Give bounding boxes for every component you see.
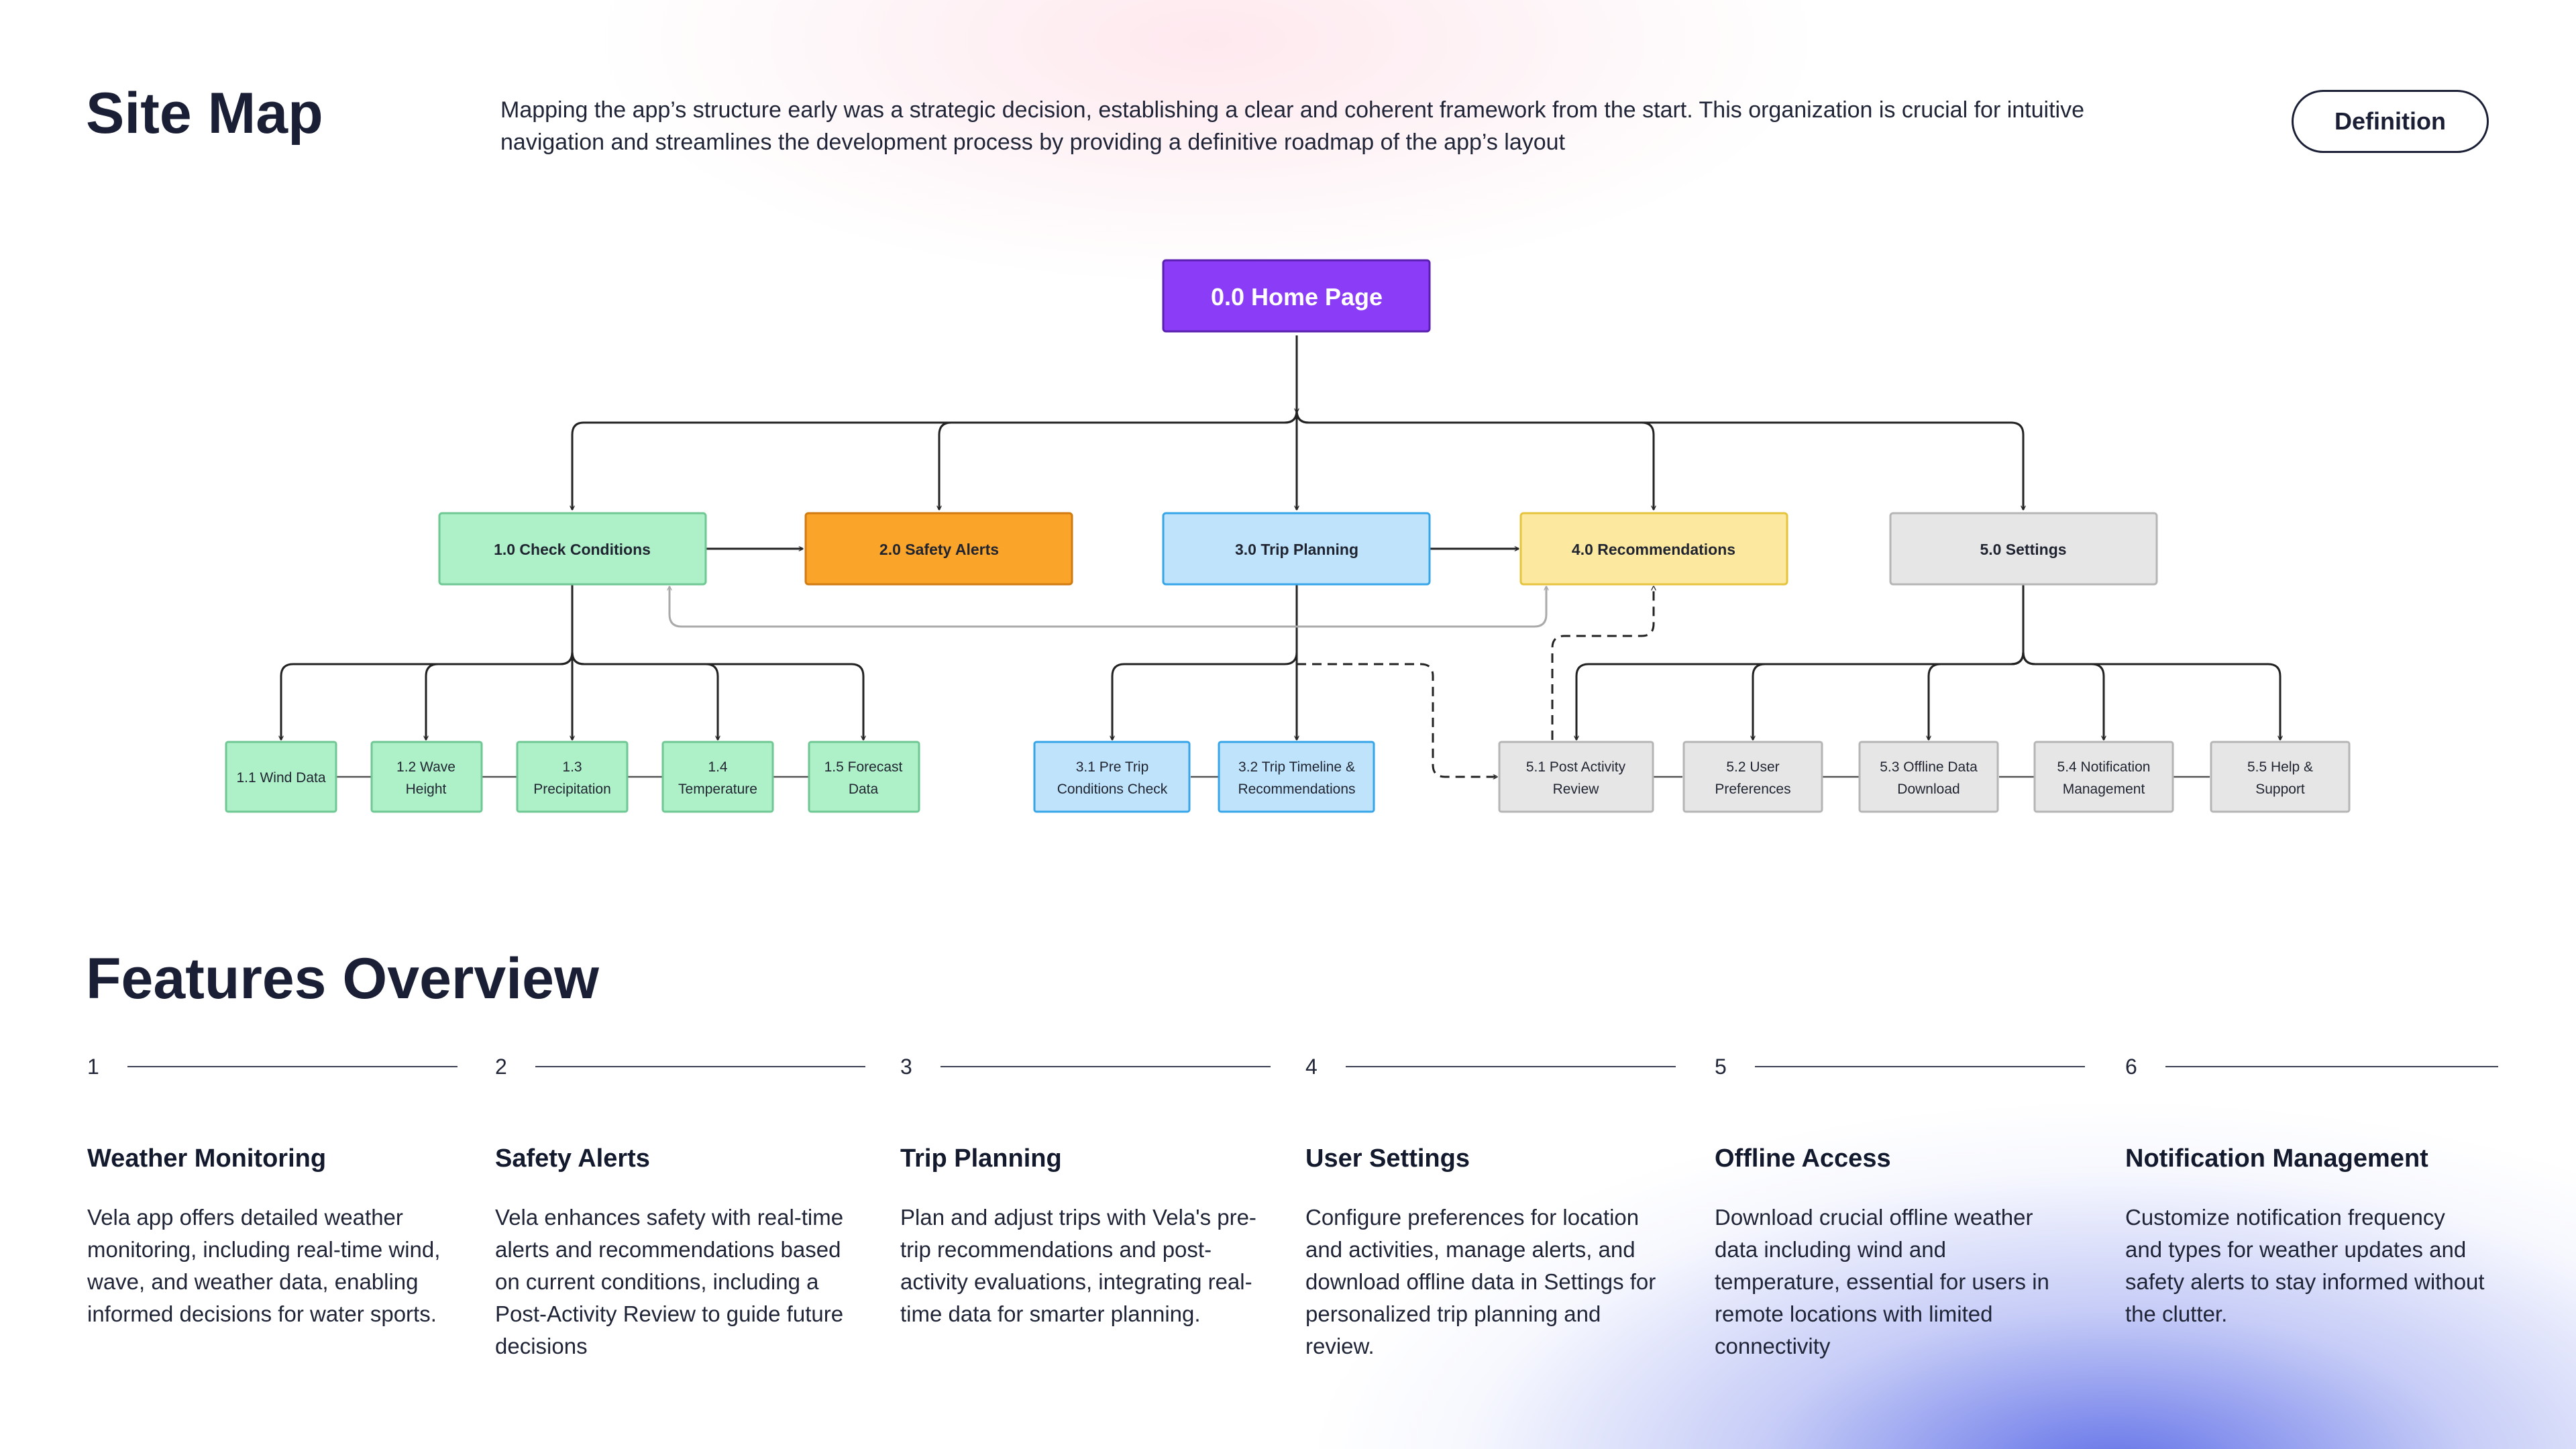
site-map-diagram: 0.0 Home Page 1.0 Check Conditions 2.0 S…: [225, 259, 2351, 813]
node-wind-data[interactable]: 1.1 Wind Data: [225, 741, 337, 813]
connector-root-bus: [572, 376, 1298, 510]
node-check-conditions[interactable]: 1.0 Check Conditions: [438, 512, 707, 586]
node-home-page-label: 0.0 Home Page: [1211, 283, 1383, 311]
node-recommendations-label: 4.0 Recommendations: [1572, 541, 1735, 558]
feature-number: 2: [495, 1054, 507, 1079]
feature-offline-access: 5 Offline Access Download crucial offlin…: [1715, 1046, 2085, 1362]
feature-title: Trip Planning: [900, 1144, 1062, 1173]
node-offline-data-download-label-2: Download: [1897, 782, 1960, 797]
feature-user-settings: 4 User Settings Configure preferences fo…: [1305, 1046, 1676, 1362]
feature-description: Vela enhances safety with real-time aler…: [495, 1205, 844, 1358]
node-recommendations[interactable]: 4.0 Recommendations: [1519, 512, 1788, 586]
node-help-support-label-1: 5.5 Help &: [2247, 759, 2313, 775]
feature-number: 5: [1715, 1054, 1727, 1079]
node-trip-planning-label: 3.0 Trip Planning: [1235, 541, 1358, 558]
feature-description: Customize notification frequency and typ…: [2125, 1205, 2485, 1326]
page-title: Site Map: [86, 81, 323, 146]
node-settings[interactable]: 5.0 Settings: [1889, 512, 2158, 586]
intro-description: Mapping the app’s structure early was a …: [500, 97, 2084, 155]
node-post-activity-review[interactable]: 5.1 Post Activity Review: [1498, 741, 1654, 813]
connector-root-2: [939, 410, 1298, 510]
node-precipitation-label-2: Precipitation: [533, 782, 611, 797]
node-offline-data-download[interactable]: 5.3 Offline Data Download: [1858, 741, 1999, 813]
feature-description: Vela app offers detailed weather monitor…: [87, 1205, 441, 1326]
node-trip-timeline-label-1: 3.2 Trip Timeline &: [1238, 759, 1355, 775]
feature-trip-planning: 3 Trip Planning Plan and adjust trips wi…: [900, 1046, 1271, 1330]
node-precipitation-label-1: 1.3: [562, 759, 582, 775]
dashed-trip-to-review: [1297, 663, 1497, 777]
node-user-preferences-label-2: Preferences: [1715, 782, 1790, 797]
feature-title: Notification Management: [2125, 1144, 2428, 1173]
feature-divider: [1755, 1066, 2085, 1067]
node-wave-height-label-2: Height: [406, 782, 447, 797]
node-precipitation[interactable]: 1.3 Precipitation: [516, 741, 629, 813]
connector-root-4: [1295, 410, 1654, 510]
connector-root-5: [1295, 410, 2023, 510]
feature-divider: [535, 1066, 865, 1067]
feature-description: Configure preferences for location and a…: [1305, 1205, 1656, 1358]
node-notification-management[interactable]: 5.4 Notification Management: [2033, 741, 2174, 813]
node-safety-alerts-label: 2.0 Safety Alerts: [879, 541, 999, 558]
node-temperature-label-1: 1.4: [708, 759, 728, 775]
node-settings-label: 5.0 Settings: [1980, 541, 2066, 558]
node-forecast-data-label-2: Data: [849, 782, 879, 797]
node-check-conditions-label: 1.0 Check Conditions: [494, 541, 651, 558]
definition-button[interactable]: Definition: [2292, 90, 2489, 153]
node-notification-management-label-1: 5.4 Notification: [2057, 759, 2151, 775]
feature-number: 6: [2125, 1054, 2137, 1079]
connector-5-children: [2022, 585, 2280, 740]
feature-title: User Settings: [1305, 1144, 1470, 1173]
feature-divider: [2165, 1066, 2498, 1067]
node-notification-management-label-2: Management: [2063, 782, 2145, 797]
feature-divider: [1346, 1066, 1676, 1067]
node-post-activity-review-label-1: 5.1 Post Activity: [1526, 759, 1626, 775]
node-home-page[interactable]: 0.0 Home Page: [1162, 259, 1431, 333]
node-pre-trip-check-label-1: 3.1 Pre Trip: [1076, 759, 1149, 775]
node-offline-data-download-label-1: 5.3 Offline Data: [1880, 759, 1978, 775]
node-wave-height-label-1: 1.2 Wave: [396, 759, 455, 775]
node-trip-timeline-label-2: Recommendations: [1238, 782, 1355, 797]
node-pre-trip-check[interactable]: 3.1 Pre Trip Conditions Check: [1033, 741, 1191, 813]
feature-safety-alerts: 2 Safety Alerts Vela enhances safety wit…: [495, 1046, 865, 1362]
feature-title: Offline Access: [1715, 1144, 1891, 1173]
node-trip-timeline[interactable]: 3.2 Trip Timeline & Recommendations: [1218, 741, 1375, 813]
features-title: Features Overview: [86, 947, 599, 1011]
node-forecast-data-label-1: 1.5 Forecast: [824, 759, 903, 775]
node-user-preferences[interactable]: 5.2 User Preferences: [1682, 741, 1823, 813]
feature-divider: [127, 1066, 458, 1067]
node-post-activity-review-label-2: Review: [1553, 782, 1600, 797]
node-trip-planning[interactable]: 3.0 Trip Planning: [1162, 512, 1431, 586]
feedback-arrow: [669, 586, 1546, 628]
node-help-support[interactable]: 5.5 Help & Support: [2210, 741, 2351, 813]
node-forecast-data[interactable]: 1.5 Forecast Data: [808, 741, 920, 813]
feature-number: 3: [900, 1054, 912, 1079]
node-pre-trip-check-label-2: Conditions Check: [1057, 782, 1168, 797]
node-help-support-label-2: Support: [2255, 782, 2305, 797]
feature-number: 4: [1305, 1054, 1318, 1079]
feature-description: Plan and adjust trips with Vela's pre-tr…: [900, 1205, 1256, 1326]
feature-title: Weather Monitoring: [87, 1144, 327, 1173]
node-temperature[interactable]: 1.4 Temperature: [661, 741, 774, 813]
feature-title: Safety Alerts: [495, 1144, 650, 1173]
node-safety-alerts[interactable]: 2.0 Safety Alerts: [804, 512, 1073, 586]
node-wave-height[interactable]: 1.2 Wave Height: [370, 741, 483, 813]
node-wind-data-label: 1.1 Wind Data: [236, 770, 325, 786]
dashed-review-to-recommendations: [1551, 586, 1654, 740]
feature-description: Download crucial offline weather data in…: [1715, 1205, 2049, 1358]
feature-notification-management: 6 Notification Management Customize noti…: [2125, 1046, 2498, 1330]
feature-number: 1: [87, 1054, 99, 1079]
feature-divider: [941, 1066, 1271, 1067]
feature-weather-monitoring: 1 Weather Monitoring Vela app offers det…: [87, 1046, 458, 1330]
node-user-preferences-label-1: 5.2 User: [1726, 759, 1779, 775]
node-temperature-label-2: Temperature: [678, 782, 757, 797]
